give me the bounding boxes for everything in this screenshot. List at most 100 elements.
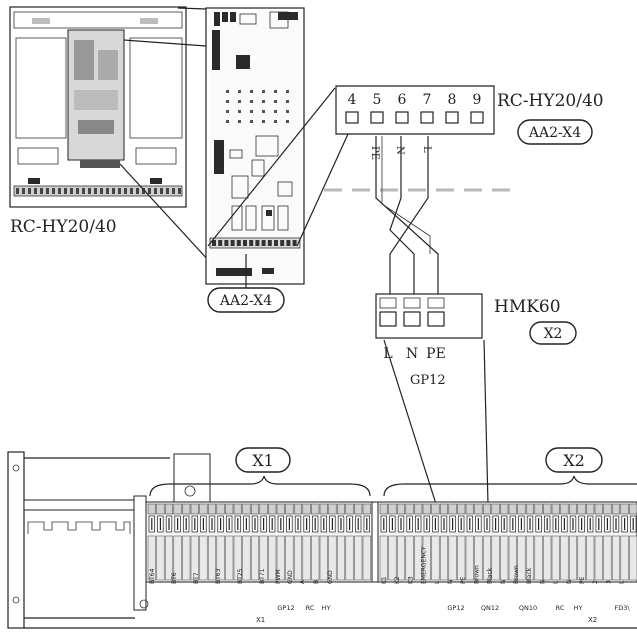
terminal-body xyxy=(362,535,371,581)
terminal-top xyxy=(491,503,500,515)
terminal-body xyxy=(543,535,552,581)
terminal-top xyxy=(465,503,474,515)
board-component xyxy=(226,120,229,123)
hmk-name: HMK60 xyxy=(494,297,561,317)
hp-strip-pin xyxy=(160,188,163,194)
x1-strip-name: X1 xyxy=(256,616,265,624)
terminal-top xyxy=(560,503,569,515)
aa2-wire-label: L xyxy=(421,146,432,153)
x2-terminal-label: Black xyxy=(487,567,494,584)
board-component xyxy=(226,100,229,103)
x2-terminal-label: N xyxy=(500,580,507,585)
x2-terminal-label: K2 xyxy=(394,576,401,584)
terminal-body xyxy=(603,535,612,581)
hp-strip-pin xyxy=(46,188,49,194)
terminal-top xyxy=(345,503,354,515)
terminal-top xyxy=(302,503,311,515)
terminal-body xyxy=(551,535,560,581)
aa2-terminal-screw xyxy=(370,111,384,124)
board-component xyxy=(274,110,277,113)
hp-strip-pin xyxy=(22,188,25,194)
board-component xyxy=(262,90,265,93)
board-component xyxy=(226,90,229,93)
hp-strip-pin xyxy=(100,188,103,194)
terminal-top xyxy=(422,503,431,515)
terminal-body xyxy=(259,535,268,581)
hmk-connector-badge: X2 xyxy=(529,321,577,345)
board-component xyxy=(286,90,289,93)
terminal-body xyxy=(474,535,483,581)
terminal-top xyxy=(173,503,182,515)
hmk-terminal-label: N xyxy=(406,346,418,362)
terminal-top xyxy=(482,503,492,515)
terminal-body xyxy=(491,535,500,581)
connector-badge-bottom: AA2-X4 xyxy=(207,287,285,313)
terminal-top xyxy=(250,503,260,515)
x2-terminal-label: Black xyxy=(526,567,533,584)
hmk-terminal-top xyxy=(427,297,445,309)
board-component xyxy=(238,120,241,123)
terminal-body xyxy=(242,535,251,581)
x2-terminal-label: L xyxy=(619,580,626,584)
terminal-body xyxy=(164,535,174,581)
hp-strip-pin xyxy=(154,188,157,194)
hp-strip-pin xyxy=(178,188,181,194)
board-terminal-pin xyxy=(249,240,254,246)
terminal-top xyxy=(362,503,371,515)
terminal-top xyxy=(388,503,397,515)
x1-terminal-label: BT25 xyxy=(237,568,244,584)
aa2-terminal-number: 9 xyxy=(473,92,482,108)
board-terminal-pin xyxy=(224,240,229,246)
aa2-terminal-screw xyxy=(445,111,459,124)
hp-strip-pin xyxy=(34,188,37,194)
terminal-body xyxy=(568,535,578,581)
aa2-terminal-screw xyxy=(420,111,434,124)
x2-group-label: QN12 xyxy=(481,604,499,612)
x2-terminal-label: N xyxy=(566,580,573,585)
hp-strip-pin xyxy=(112,188,115,194)
terminal-top xyxy=(164,503,174,515)
terminal-body xyxy=(611,535,621,581)
terminal-top xyxy=(431,503,440,515)
x1-group-label: GP12 xyxy=(277,604,294,612)
terminal-top xyxy=(336,503,346,515)
terminal-body xyxy=(594,535,603,581)
hp-strip-pin xyxy=(118,188,121,194)
crossing-wires xyxy=(375,136,439,302)
aa2-wire-label: N xyxy=(394,146,405,155)
terminal-top xyxy=(448,503,457,515)
terminal-body xyxy=(517,535,526,581)
terminal-top xyxy=(242,503,251,515)
hp-strip-pin xyxy=(106,188,109,194)
x2-terminal-label: L xyxy=(434,580,441,584)
terminal-top xyxy=(268,503,277,515)
terminal-strip-area xyxy=(7,451,637,629)
x2-terminal-label: K3 xyxy=(407,576,414,584)
terminal-body xyxy=(302,535,311,581)
hp-strip-pin xyxy=(70,188,73,194)
board-component xyxy=(238,110,241,113)
aa2-terminal-screw xyxy=(470,111,484,124)
connector-badge-top: AA2-X4 xyxy=(517,119,593,145)
terminal-top xyxy=(525,503,535,515)
terminal-body xyxy=(285,535,294,581)
terminal-top xyxy=(311,503,320,515)
hp-strip-pin xyxy=(166,188,169,194)
hp-strip-pin xyxy=(76,188,79,194)
hmk60-terminal-block xyxy=(375,293,483,339)
terminal-top xyxy=(517,503,526,515)
board-terminal-pin xyxy=(267,240,272,246)
x1-terminal-label: PWM xyxy=(275,569,282,584)
aa2-terminal-number: 8 xyxy=(448,92,457,108)
terminal-top xyxy=(405,503,414,515)
terminal-body xyxy=(534,535,543,581)
board-terminal-pin xyxy=(218,240,223,246)
board-component xyxy=(250,100,253,103)
x2-terminal-label: N xyxy=(539,580,546,585)
terminal-body xyxy=(414,535,423,581)
x1-group-label: HY xyxy=(322,604,331,612)
hp-strip-pin xyxy=(172,188,175,194)
terminal-body xyxy=(199,535,208,581)
x2-terminal-label: N xyxy=(447,580,454,585)
connector-badge-top-label: AA2-X4 xyxy=(528,125,581,141)
